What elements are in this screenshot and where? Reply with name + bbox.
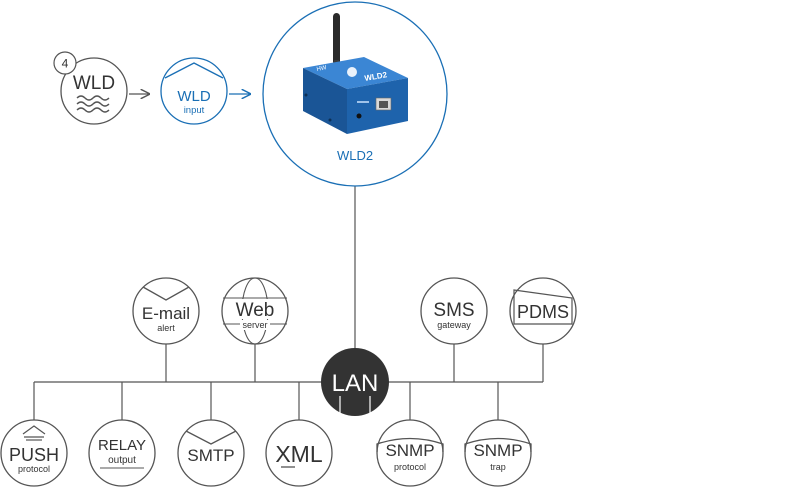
snmp-protocol-node: SNMP protocol — [376, 419, 444, 487]
relay-label: RELAY — [98, 437, 146, 454]
snmp-trap-node: SNMP trap — [464, 419, 532, 487]
snmp-protocol-label: SNMP — [385, 441, 434, 460]
snmp-trap-label: SNMP — [473, 441, 522, 460]
device-image: HW WLD2 — [303, 13, 408, 134]
smtp-envelope-icon — [185, 430, 237, 445]
web-server-node: Web server — [221, 277, 289, 345]
smtp-label: SMTP — [187, 446, 234, 465]
snmp-protocol-sublabel: protocol — [394, 462, 426, 472]
sms-sublabel: gateway — [437, 320, 471, 330]
relay-output-node: RELAY output — [88, 419, 156, 487]
snmp-trap-bracket-icon — [464, 437, 532, 452]
wld2-device-node: HW WLD2 WLD2 — [262, 1, 448, 187]
roof-icon — [164, 62, 224, 79]
sms-label: SMS — [433, 300, 474, 321]
xml-node: XML — [265, 419, 333, 487]
water-waves-icon — [76, 95, 110, 113]
pdms-label: PDMS — [517, 302, 569, 322]
pdms-frame-icon — [513, 289, 573, 325]
device-caption: WLD2 — [337, 148, 373, 163]
snmp-trap-sublabel: trap — [490, 462, 506, 472]
input-label: WLD — [177, 88, 211, 105]
email-alert-node: E-mail alert — [132, 277, 200, 345]
wld-sensor-node: 4 WLD — [53, 51, 128, 125]
push-sublabel: protocol — [18, 464, 50, 474]
device-brand: HW — [316, 65, 327, 73]
hub-label: LAN — [332, 370, 379, 397]
sensor-count-badge — [53, 51, 77, 75]
xml-label: XML — [275, 441, 323, 467]
relay-sublabel: output — [108, 455, 136, 466]
antenna — [333, 13, 340, 65]
email-sublabel: alert — [157, 323, 175, 333]
push-up-icon — [22, 425, 46, 441]
push-protocol-node: PUSH protocol — [0, 419, 68, 487]
sensor-label: WLD — [73, 73, 115, 94]
connectors — [33, 186, 544, 420]
device-model: WLD2 — [364, 70, 388, 83]
smtp-node: SMTP — [177, 419, 245, 487]
lan-hub-node: LAN — [321, 348, 389, 416]
pdms-node: PDMS — [509, 277, 577, 345]
email-label: E-mail — [142, 304, 190, 323]
snmp-bracket-icon — [376, 437, 444, 452]
web-label: Web — [236, 300, 275, 321]
push-label: PUSH — [9, 445, 59, 465]
wld-input-node: WLD input — [160, 57, 228, 125]
envelope-icon — [142, 286, 190, 301]
input-sublabel: input — [184, 105, 205, 116]
sensor-count-text: 4 — [62, 57, 69, 71]
web-sublabel: server — [242, 320, 267, 330]
sms-gateway-node: SMS gateway — [420, 277, 488, 345]
